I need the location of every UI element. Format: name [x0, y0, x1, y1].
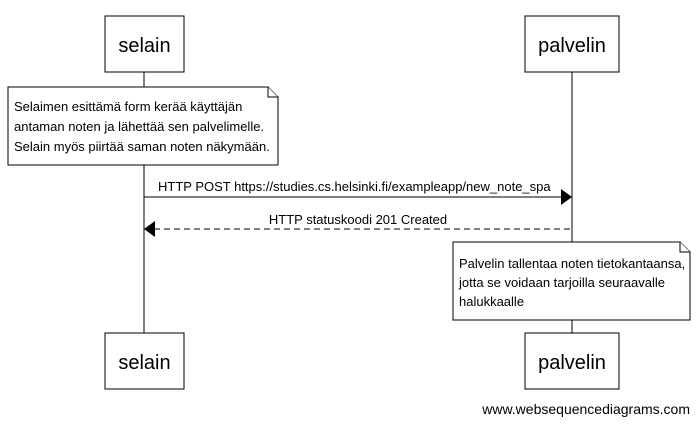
selain-note: Selaimen esittämä form kerää käyttäjän a… [7, 86, 279, 166]
response-arrowhead-icon [144, 221, 155, 237]
watermark-text: www.websequencediagrams.com [481, 401, 690, 417]
palvelin-label-top: palvelin [538, 35, 606, 57]
http-post-message: HTTP POST https://studies.cs.helsinki.fi… [144, 179, 572, 205]
palvelin-note-line-1: Palvelin tallentaa noten tietokantaansa, [459, 256, 685, 271]
selain-participant-top: selain [104, 15, 185, 73]
http-response-label: HTTP statuskoodi 201 Created [269, 212, 447, 227]
palvelin-note-line-2: jotta se voidaan tarjoilla seuraavalle [458, 275, 665, 290]
selain-label-bottom: selain [118, 352, 170, 374]
selain-note-line-3: Selain myös piirtää saman noten näkymään… [14, 139, 270, 154]
palvelin-label-bottom: palvelin [538, 352, 606, 374]
palvelin-participant-top: palvelin [524, 15, 620, 73]
selain-note-line-2: antaman noten ja lähettää sen palvelimel… [14, 119, 264, 134]
selain-note-line-1: Selaimen esittämä form kerää käyttäjän [14, 99, 242, 114]
selain-participant-bottom: selain [104, 332, 185, 390]
selain-label-top: selain [118, 35, 170, 57]
palvelin-participant-bottom: palvelin [524, 332, 620, 390]
http-post-label: HTTP POST https://studies.cs.helsinki.fi… [158, 179, 551, 194]
palvelin-note: Palvelin tallentaa noten tietokantaansa,… [452, 241, 691, 321]
request-arrowhead-icon [561, 189, 572, 205]
palvelin-note-line-3: halukkaalle [459, 294, 524, 309]
http-response-message: HTTP statuskoodi 201 Created [144, 212, 572, 237]
